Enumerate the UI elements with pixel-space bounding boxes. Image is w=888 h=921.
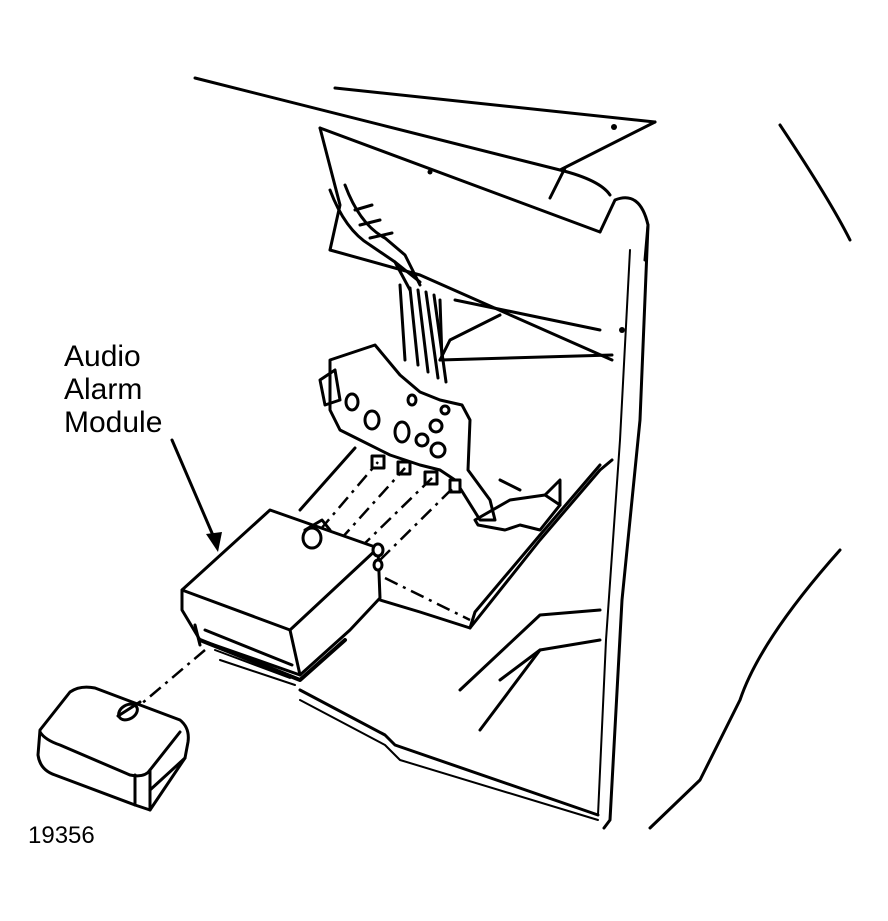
dashboard-panel-illustration [193,76,852,830]
audio-alarm-module-illustration [180,508,385,686]
figure-number: 19356 [28,822,95,849]
module-cover-illustration [36,685,190,812]
audio-alarm-module-label: Audio Alarm Module [64,340,162,439]
leader-arrow [170,438,222,552]
label-line-2: Alarm [64,373,143,406]
label-line-1: Audio [64,340,141,373]
label-line-3: Module [64,406,163,439]
connector-alignment-lines [139,461,471,706]
mounting-bracket-illustration [298,343,614,630]
wiring-harness-illustration [328,183,448,384]
